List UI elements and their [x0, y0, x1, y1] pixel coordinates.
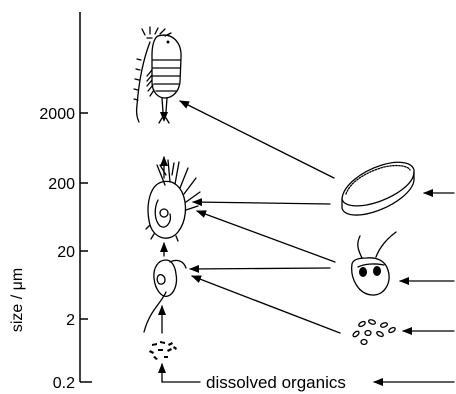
arrow-diatom-to-ciliate [193, 202, 330, 204]
bacteria-icon [149, 341, 177, 360]
feeding-arrows [162, 101, 454, 382]
small-cells-icon [352, 319, 396, 345]
copepod-icon [134, 27, 181, 123]
arrow-dino-to-ciliate [197, 211, 335, 262]
flagellate-icon [144, 260, 186, 332]
tick-label-0.2: 0.2 [53, 375, 75, 392]
dissolved-organics-label: dissolved organics [206, 373, 346, 392]
dinoflagellate-icon [352, 232, 396, 295]
ciliate-icon [146, 160, 200, 241]
tick-label-20: 20 [57, 244, 75, 261]
tick-label-200: 200 [48, 176, 75, 193]
arrow-dino-to-flagellate [190, 268, 330, 269]
vertical-arrows [162, 157, 164, 382]
arrow-diatom-to-copepod [180, 101, 334, 178]
axis-title: size / μm [9, 268, 26, 332]
size-axis: 2000 200 20 2 0.2 size / μm [9, 12, 92, 392]
tick-label-2000: 2000 [39, 106, 75, 123]
arrow-small-cells-to-flagellate [192, 276, 340, 333]
tick-label-2: 2 [66, 312, 75, 329]
diatom-icon [342, 162, 414, 215]
